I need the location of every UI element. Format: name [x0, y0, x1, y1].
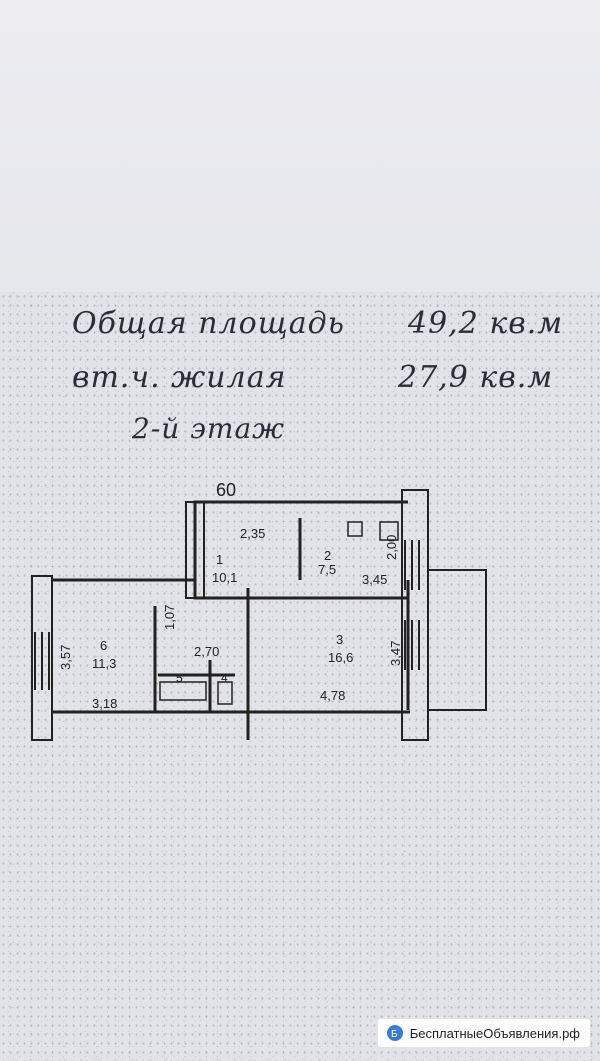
- dim-235: 2,35: [240, 526, 265, 541]
- dim-357: 3,57: [58, 645, 73, 670]
- dim-478: 4,78: [320, 688, 345, 703]
- room-1-number: 1: [216, 552, 223, 567]
- room-6-number: 6: [100, 638, 107, 653]
- dim-270: 2,70: [194, 644, 219, 659]
- dim-318: 3,18: [92, 696, 117, 711]
- living-area-value: 27,9 кв.м: [398, 360, 554, 395]
- top-sheet: [0, 0, 600, 292]
- plan-outer-walls: [31, 489, 487, 741]
- dim-107: 1,07: [162, 605, 177, 630]
- floor-plan: 60 2,35 1 10,1 2 7,5 3,45 2,00 6 11,3 3,…: [31, 480, 487, 741]
- svg-text:Б: Б: [391, 1029, 398, 1040]
- paper-sheet: [0, 292, 600, 1061]
- bath-number: 5: [176, 671, 183, 685]
- watermark[interactable]: Б БесплатныеОбъявления.рф: [377, 1019, 590, 1047]
- dim-top: 60: [216, 480, 236, 500]
- site-logo-icon: Б: [386, 1025, 403, 1041]
- dim-345: 3,45: [362, 572, 387, 587]
- dim-200: 2,00: [384, 535, 399, 560]
- dim-347: 3,47: [388, 641, 403, 666]
- plan-fixtures: [159, 521, 399, 705]
- room-2-number: 2: [324, 548, 331, 563]
- room-3-number: 3: [336, 632, 343, 647]
- plan-windows: [34, 540, 420, 690]
- room-6-area: 11,3: [92, 656, 116, 671]
- floor-label: 2-й этаж: [132, 412, 285, 445]
- living-area-label: вт.ч. жилая: [72, 360, 287, 395]
- room-3-area: 16,6: [328, 650, 353, 665]
- watermark-text: БесплатныеОбъявления.рф: [409, 1025, 580, 1041]
- room-1-area: 10,1: [212, 570, 237, 585]
- total-area-value: 49,2 кв.м: [408, 306, 564, 341]
- wc-number: 4: [221, 671, 228, 685]
- room-2-area: 7,5: [318, 562, 336, 577]
- total-area-label: Общая площадь: [72, 306, 345, 341]
